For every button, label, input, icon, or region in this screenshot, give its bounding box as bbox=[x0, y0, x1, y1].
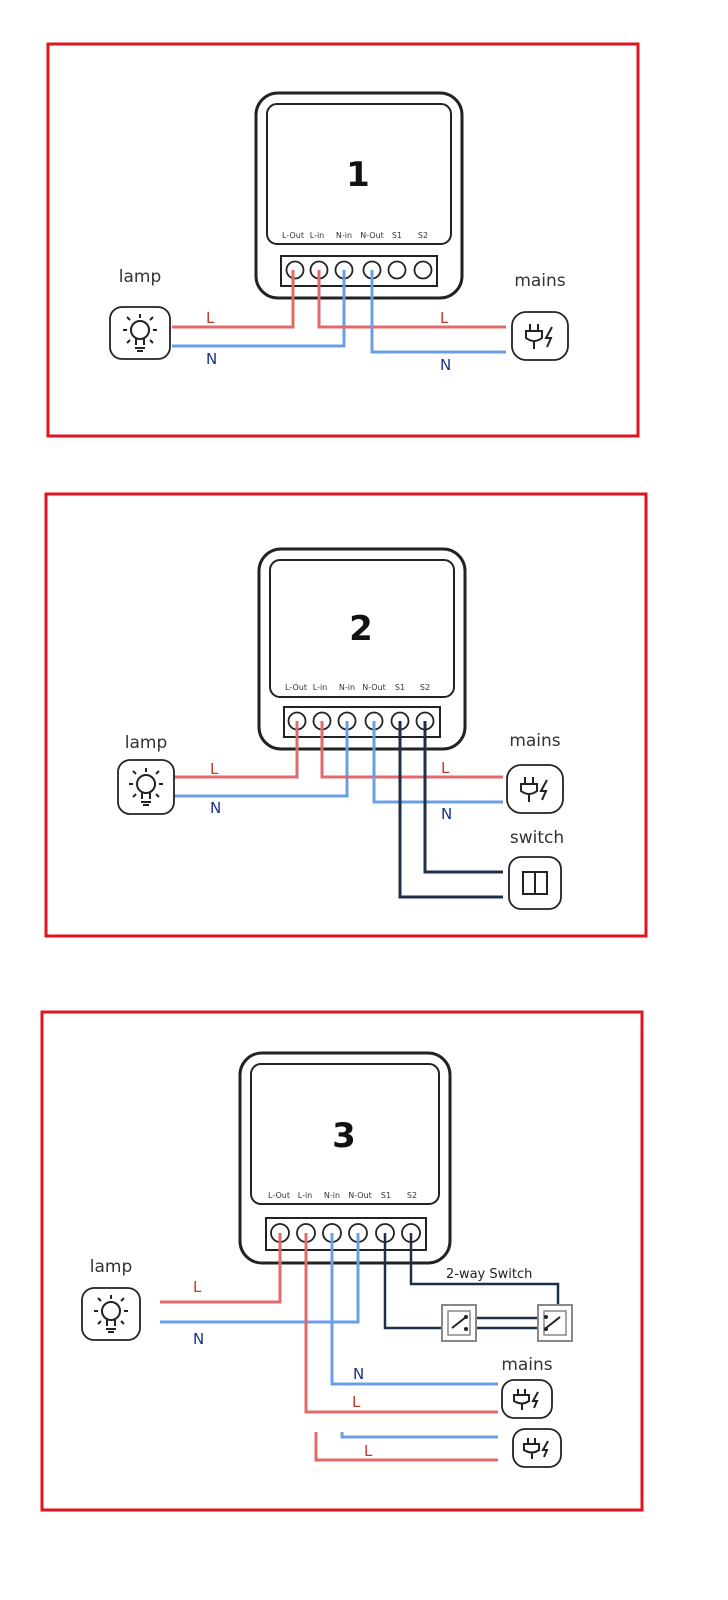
lightbulb-icon bbox=[81, 1287, 141, 1341]
wire-label: N bbox=[193, 1330, 204, 1348]
lamp-label: lamp bbox=[119, 267, 162, 287]
terminal-label: L-Out bbox=[268, 1191, 290, 1200]
diagram-number: 1 bbox=[346, 155, 370, 195]
wires bbox=[172, 270, 506, 354]
terminal-label: S1 bbox=[381, 1191, 391, 1200]
terminal-labels: L-Out L-in N-in N-Out S1 S2 bbox=[268, 1191, 417, 1200]
lightbulb-icon bbox=[117, 759, 175, 815]
terminal-label: N-Out bbox=[348, 1191, 372, 1200]
wire-label: N bbox=[441, 805, 452, 823]
live-wire-mains bbox=[317, 270, 506, 329]
switch-wire-s2 bbox=[409, 1233, 560, 1310]
neutral-wire-mains bbox=[372, 721, 503, 804]
live-wire-mains-2 bbox=[314, 1432, 498, 1462]
panel-2: 2 L-Out L-in N-in N-Out S1 S2 L N L N la… bbox=[44, 492, 648, 938]
wire-label: L bbox=[441, 759, 450, 777]
live-wire-mains bbox=[320, 721, 503, 779]
terminal-label: S1 bbox=[392, 231, 402, 240]
terminal-label: S1 bbox=[395, 683, 405, 692]
lamp-label: lamp bbox=[125, 733, 168, 753]
switch-icon bbox=[508, 856, 562, 910]
switch-label: switch bbox=[510, 828, 564, 848]
plug-icon bbox=[506, 764, 564, 814]
terminal-label: S2 bbox=[420, 683, 430, 692]
wire-label: N bbox=[440, 356, 451, 374]
mains-label: mains bbox=[514, 271, 565, 291]
neutral-wire-mains-2 bbox=[340, 1432, 498, 1439]
wire-label: L bbox=[206, 309, 215, 327]
wire-label: L bbox=[210, 760, 219, 778]
plug-icon bbox=[511, 311, 569, 361]
switch-wire-s1 bbox=[383, 1233, 450, 1330]
live-wire-lamp bbox=[172, 270, 295, 329]
terminal-block bbox=[280, 255, 438, 287]
wire-label: L bbox=[352, 1393, 361, 1411]
neutral-wire-lamp bbox=[172, 270, 346, 348]
diagram-number: 3 bbox=[332, 1116, 356, 1156]
wire-label: L bbox=[193, 1278, 202, 1296]
two-way-switch-icon bbox=[441, 1304, 477, 1342]
two-way-switch-label: 2-way Switch bbox=[446, 1267, 532, 1282]
terminal-labels: L-Out L-in N-in N-Out S1 S2 bbox=[285, 683, 430, 692]
wires bbox=[172, 721, 503, 899]
terminal-label: N-Out bbox=[360, 231, 384, 240]
mains-label: mains bbox=[501, 1355, 552, 1375]
terminal-label: L-in bbox=[298, 1191, 313, 1200]
terminal-label: S2 bbox=[418, 231, 428, 240]
terminal-label: L-in bbox=[310, 231, 325, 240]
neutral-wire-lamp bbox=[172, 721, 349, 798]
terminal-block bbox=[283, 706, 441, 738]
lightbulb-icon bbox=[109, 306, 171, 360]
panel-frame bbox=[46, 42, 640, 438]
panel-3: 3 L-Out L-in N-in N-Out S1 S2 L N bbox=[40, 1010, 644, 1512]
panel-1: 1 L-Out L-in N-in N-Out S1 S2 L N L N la… bbox=[46, 42, 640, 438]
terminal-label: N-Out bbox=[362, 683, 386, 692]
wire-label: N bbox=[210, 799, 221, 817]
relay-module-face bbox=[250, 1063, 440, 1205]
neutral-wire-mains bbox=[370, 270, 506, 354]
wire-label: L bbox=[364, 1442, 373, 1460]
terminal-label: S2 bbox=[407, 1191, 417, 1200]
terminal-label: N-in bbox=[336, 231, 352, 240]
switch-wire-s1 bbox=[398, 721, 503, 899]
neutral-wire-lamp bbox=[160, 1233, 360, 1324]
wires bbox=[160, 1233, 560, 1462]
terminal-block bbox=[265, 1217, 427, 1251]
mains-label: mains bbox=[509, 731, 560, 751]
two-way-switch-icon bbox=[537, 1304, 573, 1342]
relay-module-face bbox=[269, 559, 455, 698]
wire-label: N bbox=[353, 1365, 364, 1383]
panel-frame bbox=[40, 1010, 644, 1512]
terminal-label: N-in bbox=[324, 1191, 340, 1200]
diagram-number: 2 bbox=[349, 609, 373, 649]
wire-label: L bbox=[440, 309, 449, 327]
live-wire-lamp bbox=[172, 721, 299, 779]
lamp-label: lamp bbox=[90, 1257, 133, 1277]
live-wire-lamp bbox=[160, 1233, 282, 1304]
terminal-label: N-in bbox=[339, 683, 355, 692]
plug-icon bbox=[512, 1428, 562, 1468]
panel-frame bbox=[44, 492, 648, 938]
terminal-label: L-Out bbox=[285, 683, 307, 692]
terminal-label: L-Out bbox=[282, 231, 304, 240]
terminal-label: L-in bbox=[313, 683, 328, 692]
live-wire-mains bbox=[304, 1233, 498, 1414]
terminal-labels: L-Out L-in N-in N-Out S1 S2 bbox=[282, 231, 428, 240]
neutral-wire-mains bbox=[330, 1233, 498, 1386]
relay-module-face bbox=[266, 103, 452, 245]
switch-wire-s2 bbox=[423, 721, 503, 874]
plug-icon bbox=[501, 1379, 553, 1419]
wire-label: N bbox=[206, 350, 217, 368]
